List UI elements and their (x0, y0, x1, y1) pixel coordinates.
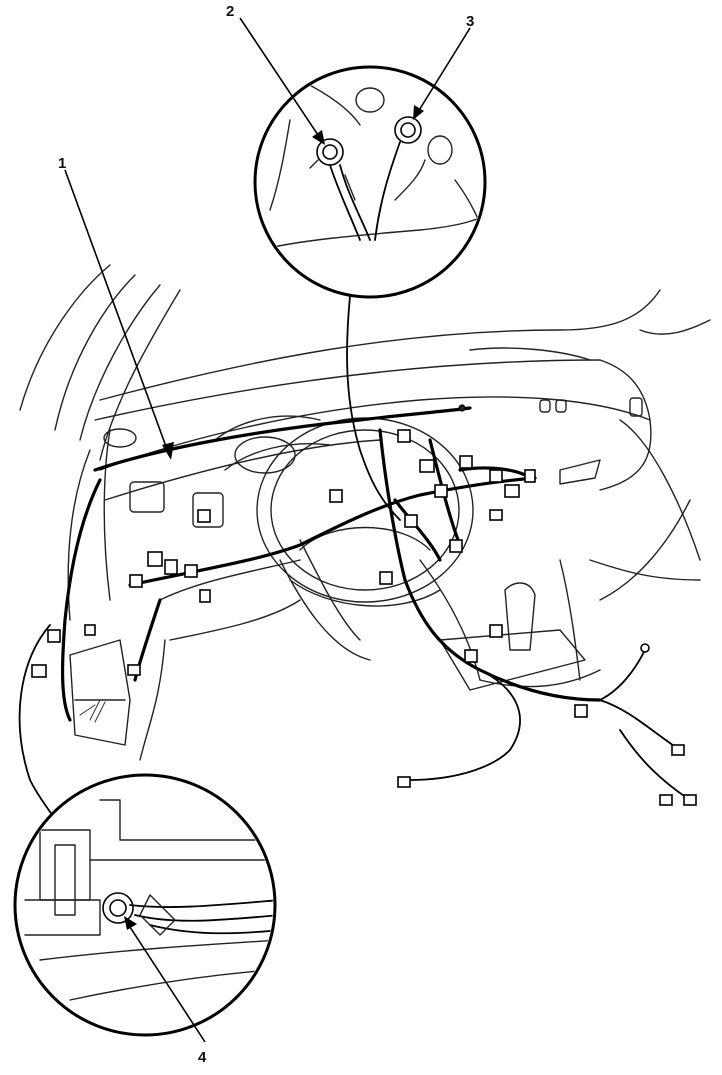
callout-3: 3 (466, 13, 474, 30)
wire-harness (18, 295, 697, 821)
callout-2: 2 (226, 3, 234, 20)
upper-ground-detail (253, 65, 487, 299)
callout-leaders (64, 17, 471, 1043)
callout-4: 4 (198, 1049, 207, 1066)
dashboard-illustration (19, 264, 711, 761)
callout-1: 1 (58, 155, 66, 172)
lower-ground-detail (13, 773, 277, 1037)
